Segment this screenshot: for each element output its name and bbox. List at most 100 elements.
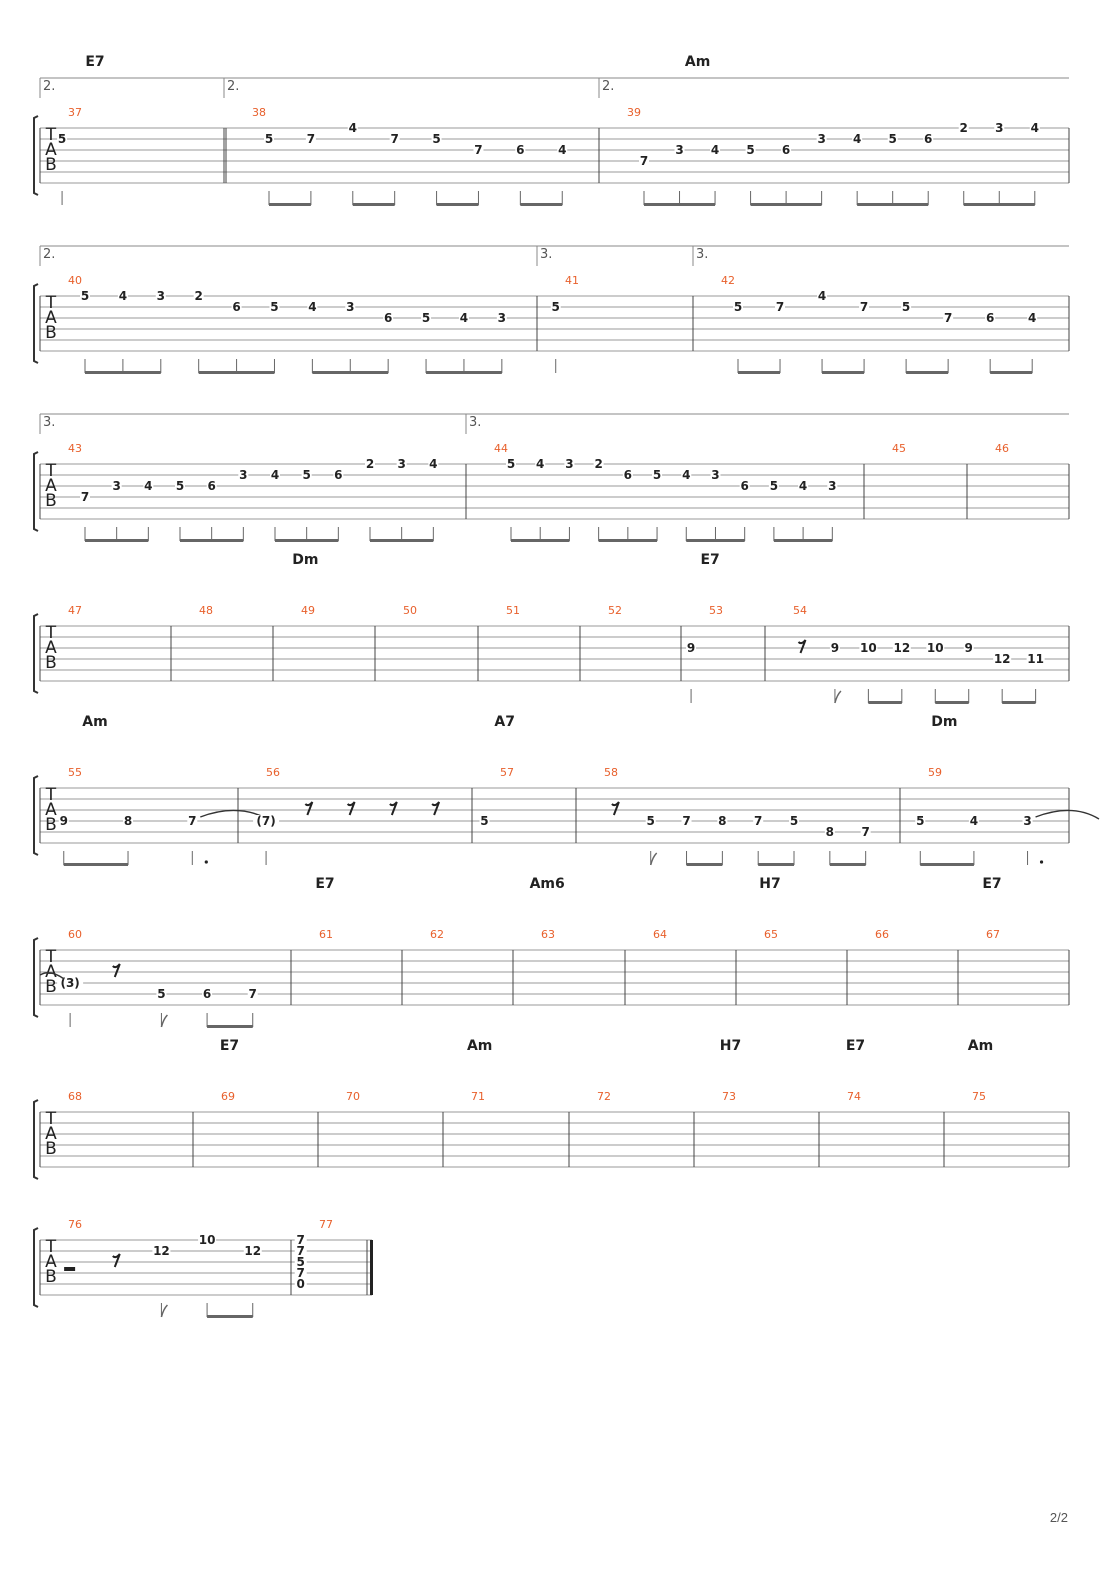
fret-number: 5 <box>270 300 278 314</box>
fret-number: 11 <box>1027 652 1044 666</box>
augmentation-dot <box>1039 860 1044 864</box>
system-bracket <box>33 775 39 856</box>
fret-number: 5 <box>302 468 310 482</box>
fret-mask <box>1029 122 1040 134</box>
fret-number: 7 <box>682 814 690 828</box>
fret-number: 8 <box>718 814 726 828</box>
measure-number: 51 <box>506 604 520 617</box>
fret-mask <box>994 122 1005 134</box>
fret-mask <box>193 290 204 302</box>
fret-mask <box>816 133 827 145</box>
fret-mask <box>152 1245 171 1257</box>
fret-mask <box>421 312 432 324</box>
fret-number: 7 <box>944 311 952 325</box>
fret-mask <box>535 458 546 470</box>
fret-mask <box>926 642 945 654</box>
augmentation-dot <box>204 860 208 864</box>
fret-mask <box>294 1234 307 1246</box>
fret-number: 7 <box>81 490 89 504</box>
fret-number: 6 <box>782 143 790 157</box>
note-beam <box>275 539 339 542</box>
fret-mask <box>496 312 507 324</box>
measure-number: 73 <box>722 1090 736 1103</box>
fret-number: 3 <box>995 121 1003 135</box>
note-beam <box>85 371 161 374</box>
fret-mask <box>817 290 828 302</box>
fret-mask <box>383 312 394 324</box>
chord-symbol: E7 <box>982 876 1001 892</box>
tab-clef-letter: A <box>45 476 57 496</box>
note-beam <box>436 203 479 206</box>
tab-clef-letter: T <box>45 1237 57 1257</box>
fret-number: 5 <box>297 1255 305 1269</box>
note-beam <box>758 863 795 866</box>
fret-number: 8 <box>124 814 132 828</box>
fret-number: 10 <box>860 641 877 655</box>
measure-number: 53 <box>709 604 723 617</box>
measure-number: 61 <box>319 928 333 941</box>
fret-number: 12 <box>994 652 1011 666</box>
fret-number: 5 <box>770 479 778 493</box>
tab-clef-letter: A <box>45 800 57 820</box>
chord-symbol: Dm <box>292 552 318 568</box>
fret-number: 9 <box>687 641 695 655</box>
note-flag <box>834 690 842 704</box>
measure-number: 52 <box>608 604 622 617</box>
fret-number: 7 <box>297 1244 305 1258</box>
measure-number: 69 <box>221 1090 235 1103</box>
fret-mask <box>143 480 154 492</box>
fret-number: 3 <box>828 479 836 493</box>
tab-clef-letter: T <box>45 623 57 643</box>
fret-number: (3) <box>60 976 79 990</box>
fret-number: 5 <box>432 132 440 146</box>
measure-number: 54 <box>793 604 807 617</box>
fret-number: 4 <box>271 468 279 482</box>
fret-number: 12 <box>244 1244 261 1258</box>
fret-number: 7 <box>640 154 648 168</box>
volta-label: 2. <box>602 79 614 94</box>
eighth-rest <box>797 639 807 654</box>
fret-mask <box>155 290 166 302</box>
fret-number: 5 <box>746 143 754 157</box>
fret-number: 5 <box>653 468 661 482</box>
fret-number: 9 <box>831 641 839 655</box>
note-beam <box>207 1315 253 1318</box>
fret-mask <box>347 122 358 134</box>
tab-clef-letter: T <box>45 293 57 313</box>
fret-mask <box>892 642 911 654</box>
fret-number: 5 <box>902 300 910 314</box>
fret-mask <box>852 133 863 145</box>
fret-number: 5 <box>81 289 89 303</box>
fret-mask <box>564 458 575 470</box>
note-beam <box>85 539 149 542</box>
chord-symbol: Am6 <box>530 876 565 892</box>
note-beam <box>906 371 949 374</box>
fret-mask <box>238 469 249 481</box>
tab-clef-letter: A <box>45 962 57 982</box>
measure-number: 70 <box>346 1090 360 1103</box>
fret-number: 10 <box>199 1233 216 1247</box>
fret-number: 6 <box>334 468 342 482</box>
fret-number: 5 <box>916 814 924 828</box>
note-beam <box>822 371 865 374</box>
fret-mask <box>253 815 280 827</box>
measure-number: 74 <box>847 1090 861 1103</box>
measure-number: 44 <box>494 442 508 455</box>
measure-number: 67 <box>986 928 1000 941</box>
fret-number: 3 <box>498 311 506 325</box>
eighth-rest <box>304 801 314 816</box>
fret-mask <box>175 480 185 492</box>
fret-number: 5 <box>507 457 515 471</box>
measure-number: 66 <box>875 928 889 941</box>
fret-number: 12 <box>893 641 910 655</box>
fret-number: 7 <box>776 300 784 314</box>
chord-symbol: H7 <box>720 1038 741 1054</box>
note-beam <box>180 539 244 542</box>
eighth-rest <box>112 963 121 978</box>
fret-number: 6 <box>232 300 240 314</box>
fret-mask <box>294 1245 307 1257</box>
fret-mask <box>515 144 526 156</box>
fret-mask <box>80 290 90 302</box>
fret-mask <box>923 133 934 145</box>
fret-number: 7 <box>754 814 762 828</box>
